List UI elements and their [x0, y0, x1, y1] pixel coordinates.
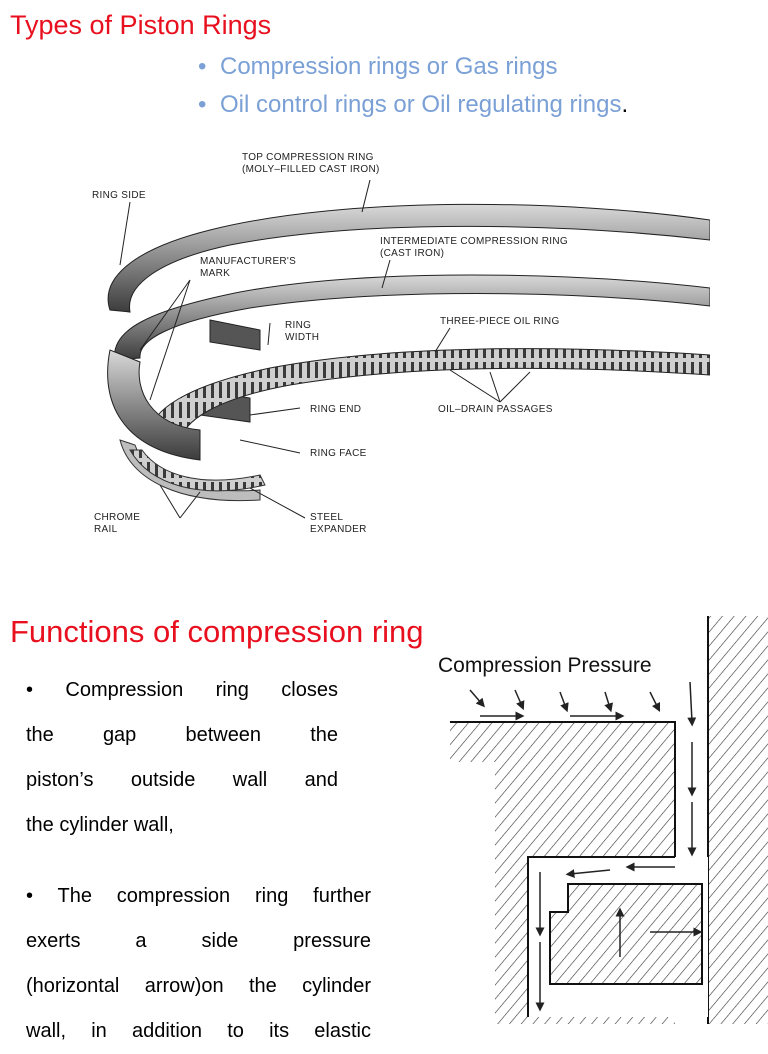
- text-line: (horizontal arrow)on the cylinder: [26, 975, 371, 997]
- leader-line: [434, 327, 451, 353]
- flow-arrow: [514, 689, 525, 711]
- slide-title-functions: Functions of compression ring: [10, 614, 424, 649]
- leader-line: [267, 322, 271, 346]
- label-steel-expander-2: EXPANDER: [310, 524, 367, 535]
- text-line: exerts a side pressure: [26, 930, 371, 952]
- leader-line: [139, 279, 191, 351]
- label-ring-width-2: WIDTH: [285, 332, 319, 343]
- intermediate-compression-ring: [114, 274, 710, 361]
- label-ring-end: RING END: [310, 404, 361, 415]
- steel-expander: [129, 449, 266, 492]
- text-line: piston’s outside wall and: [26, 769, 338, 791]
- text-line: the cylinder wall,: [26, 814, 174, 836]
- leader-line: [449, 369, 501, 403]
- label-top-ring: TOP COMPRESSION RING: [242, 152, 374, 163]
- text-line: wall, in addition to its elastic: [26, 1020, 371, 1042]
- leader-line: [499, 371, 531, 403]
- top-compression-ring: [107, 203, 710, 313]
- label-manufacturer-mark-2: MARK: [200, 268, 230, 279]
- list-item: • Oil control rings or Oil regulating rin…: [198, 86, 628, 124]
- cylinder-wall: [708, 616, 768, 1024]
- label-chrome-rail-2: RAIL: [94, 524, 118, 535]
- label-oil-ring: THREE-PIECE OIL RING: [440, 316, 560, 327]
- flow-arrow: [559, 691, 569, 713]
- compression-pressure-diagram: Compression Pressure: [438, 616, 768, 1024]
- ring-end-block: [209, 319, 261, 351]
- leader-line: [179, 491, 201, 519]
- leader-line: [361, 179, 371, 213]
- label-compression-pressure: Compression Pressure: [438, 654, 652, 677]
- leader-line: [119, 201, 131, 266]
- flow-arrow: [687, 681, 697, 727]
- label-ring-side: RING SIDE: [92, 190, 146, 201]
- label-oil-drain: OIL–DRAIN PASSAGES: [438, 404, 553, 415]
- flow-arrow: [469, 689, 485, 708]
- text-line: • The compression ring further: [26, 885, 371, 907]
- bullet-icon: •: [198, 53, 207, 80]
- leader-line: [249, 407, 301, 416]
- compression-ring-section: [549, 883, 703, 985]
- label-steel-expander: STEEL: [310, 512, 343, 523]
- bullet-icon: •: [198, 91, 207, 118]
- slide-title-types: Types of Piston Rings: [10, 10, 272, 40]
- text-line: • Compression ring closes: [26, 679, 338, 701]
- bullet-suffix: .: [621, 91, 629, 118]
- flow-arrow: [604, 691, 613, 713]
- leader-line: [249, 487, 306, 519]
- bullet-text: Oil control rings or Oil regulating ring…: [220, 91, 622, 118]
- leader-line: [489, 371, 501, 403]
- leader-line: [159, 484, 181, 519]
- leader-line: [149, 279, 191, 401]
- leader-line: [239, 439, 301, 454]
- label-ring-width: RING: [285, 320, 311, 331]
- lower-ring: [107, 349, 201, 461]
- label-manufacturer-mark: MANUFACTURER'S: [200, 256, 296, 267]
- ring-types-list: • Compression rings or Gas rings • Oil con…: [198, 48, 628, 124]
- label-top-ring-material: (MOLY–FILLED CAST IRON): [242, 164, 380, 175]
- label-ring-face: RING FACE: [310, 448, 367, 459]
- label-chrome-rail: CHROME: [94, 512, 140, 523]
- label-intermediate-ring: INTERMEDIATE COMPRESSION RING: [380, 236, 568, 247]
- leader-line: [381, 259, 391, 289]
- label-intermediate-material: (CAST IRON): [380, 248, 444, 259]
- paragraph-side-pressure: • The compression ring further exerts a …: [26, 874, 371, 1054]
- paragraph-gap-closing: • Compression ring closes the gap betwee…: [26, 668, 338, 848]
- piston-ring-set-diagram: TOP COMPRESSION RING (MOLY–FILLED CAST I…: [92, 152, 710, 535]
- text-line: the gap between the: [26, 724, 338, 746]
- flow-arrow: [565, 869, 611, 879]
- list-item: • Compression rings or Gas rings: [198, 48, 628, 86]
- bullet-text: Compression rings or Gas rings: [220, 53, 558, 80]
- three-piece-oil-ring: [149, 348, 710, 446]
- flow-arrow: [649, 691, 661, 713]
